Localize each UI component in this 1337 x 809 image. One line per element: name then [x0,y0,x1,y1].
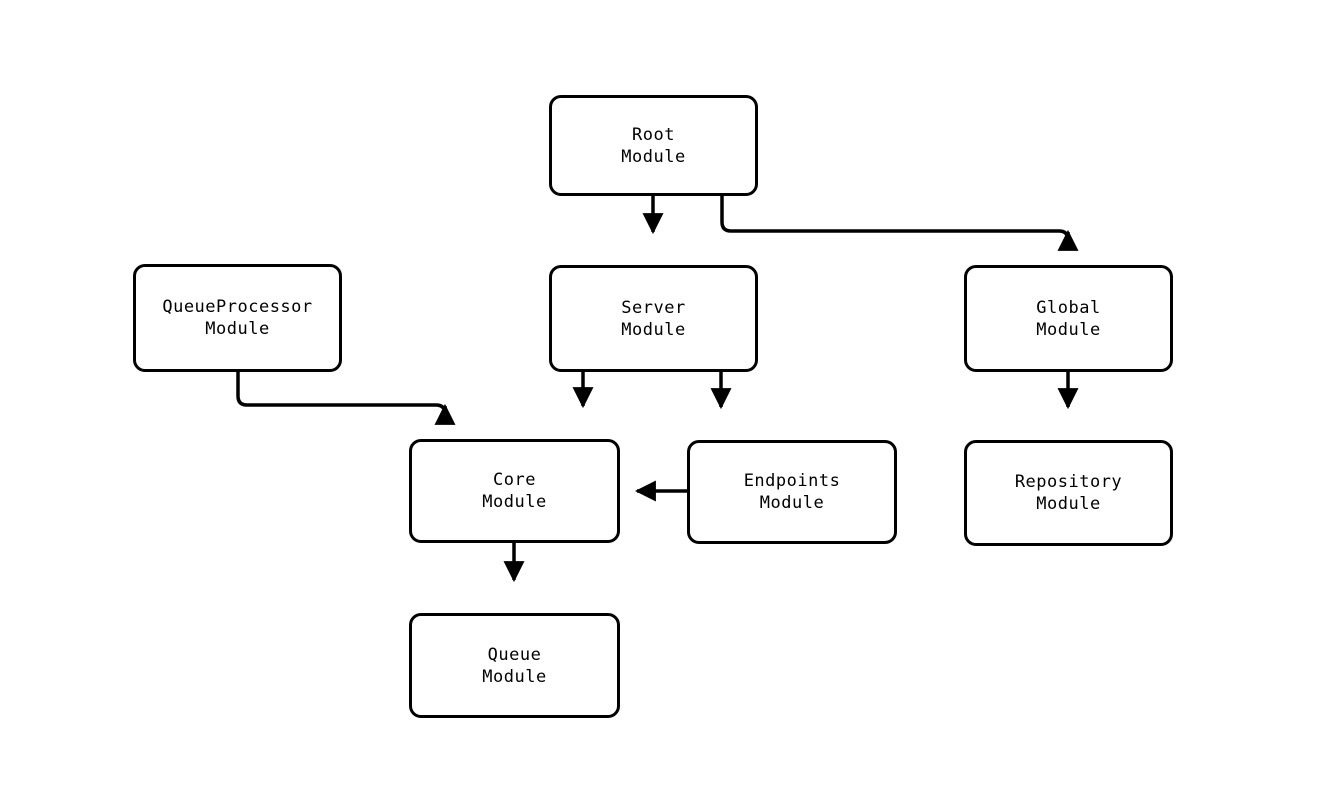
node-server-module-label-line2: Module [621,319,686,340]
node-repository-module-label-line2: Module [1036,494,1101,514]
node-endpoints-module[interactable]: Endpoints Module [687,440,897,544]
node-queueprocessor-module-label-line1: QueueProcessor [162,297,313,317]
node-global-module-label-line2: Module [1036,319,1101,340]
node-queue-module-label-line1: Queue [487,644,542,665]
node-queue-module-label-line2: Module [482,666,547,687]
node-server-module-label-line1: Server [621,297,686,318]
node-queue-module[interactable]: Queue Module [409,613,620,718]
edge-queueprocessor-core [236,372,456,425]
edge-root-global [720,196,1079,251]
node-root-module-label-line1: Root [632,124,675,145]
node-endpoints-module-label-line2: Module [759,493,825,513]
node-core-module-label-line1: Core [493,470,536,490]
node-core-module-label-line2: Module [482,492,547,512]
node-repository-module-label-line1: Repository [1014,472,1123,492]
node-root-module-label-line2: Module [621,146,686,167]
node-repository-module[interactable]: Repository Module [964,440,1173,546]
node-global-module-label-line1: Global [1036,297,1101,318]
node-endpoints-module-label-line1: Endpoints [743,471,841,491]
node-global-module[interactable]: Global Module [964,265,1173,372]
node-queueprocessor-module-label-line2: Module [205,319,270,339]
node-core-module[interactable]: Core Module [409,439,620,543]
node-root-module[interactable]: Root Module [549,95,758,196]
node-queueprocessor-module[interactable]: QueueProcessor Module [133,264,342,372]
node-server-module[interactable]: Server Module [549,265,758,372]
